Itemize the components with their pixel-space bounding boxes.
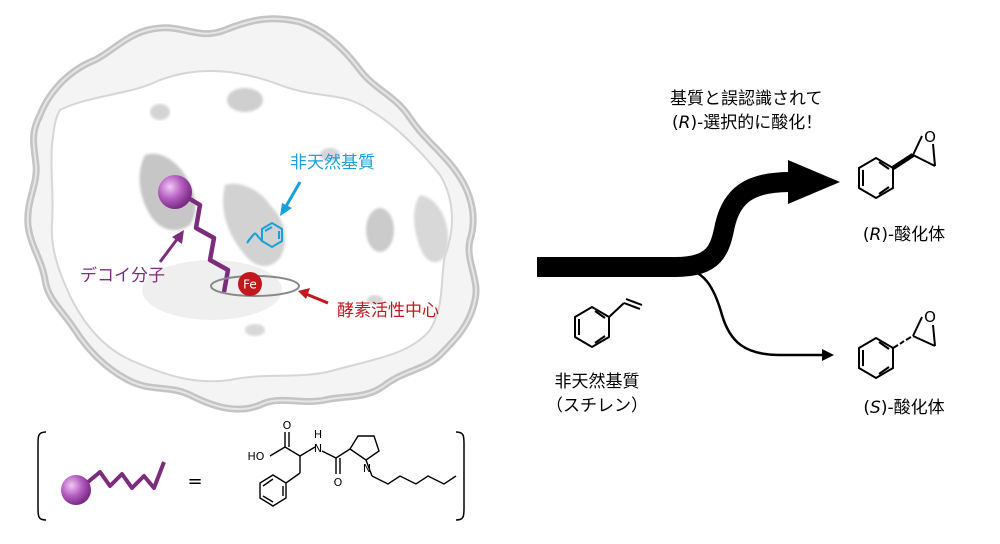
r-product-label: (R)-酸化体 <box>863 225 945 245</box>
main-arrow-shaft <box>537 257 677 277</box>
decoy-in-pocket <box>158 175 231 293</box>
upper-branch <box>674 172 791 277</box>
substrate-sub: （スチレン） <box>546 396 648 416</box>
substrate-name: 非天然基質 <box>555 372 640 392</box>
misrecognition-line2: (R)-選択的に酸化！ <box>672 113 822 133</box>
decoy-definition-box: = HO O <box>37 419 465 521</box>
reaction-arrows <box>537 160 840 361</box>
upper-arrowhead <box>788 160 840 204</box>
decoy-n-ring: N <box>363 462 371 475</box>
lower-arrowhead <box>822 349 834 361</box>
decoy-structure <box>259 432 457 507</box>
misrecognition-line1: 基質と誤認識されて <box>670 89 823 109</box>
fe-atom <box>238 272 262 296</box>
decoy-chain <box>178 191 231 293</box>
label-unnatural-substrate: 非天然基質 <box>290 153 375 173</box>
s-epoxide-structure <box>858 316 936 380</box>
equals-sign: = <box>187 471 202 492</box>
styrene-structure <box>574 298 643 349</box>
r-epoxide-o: O <box>924 128 936 146</box>
blue-arrow <box>280 181 302 216</box>
label-decoy-molecule: デコイ分子 <box>80 265 165 286</box>
decoy-ball <box>158 175 192 209</box>
decoy-ho: HO <box>248 450 265 463</box>
decoy-o-acid: O <box>283 419 292 432</box>
r-epoxide-structure <box>858 135 936 200</box>
s-epoxide-o: O <box>924 308 936 326</box>
s-product-label: (S)-酸化体 <box>863 398 944 418</box>
label-active-center: 酵素活性中心 <box>337 301 439 321</box>
decoy-nh-h: H <box>314 428 322 441</box>
styrene-in-pocket <box>246 221 283 249</box>
decoy-o-amide: O <box>334 476 343 489</box>
decoy-nh-n: N <box>314 442 322 455</box>
red-arrow <box>298 288 329 305</box>
protein-surface <box>24 15 480 413</box>
fe-label: Fe <box>243 278 257 292</box>
purple-arrow <box>158 230 184 263</box>
decoy-ball-legend <box>61 475 91 505</box>
decoy-chain-legend <box>86 461 166 490</box>
lower-branch <box>674 265 826 357</box>
